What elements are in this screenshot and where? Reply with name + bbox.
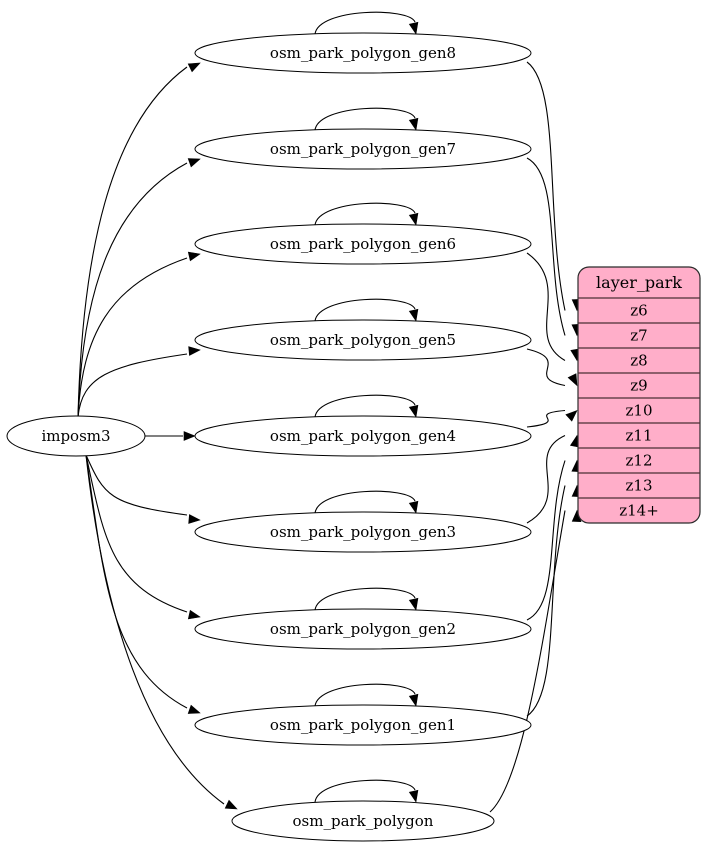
layer-park-table-body — [577, 266, 701, 524]
self-loop-edge — [314, 683, 416, 707]
edge-imposm3-to-node — [85, 454, 188, 516]
edge-arrow-icon — [187, 609, 201, 620]
self-loop-edge — [314, 490, 416, 514]
table-row-z11[interactable]: z11 — [626, 427, 653, 445]
table-row-z9[interactable]: z9 — [630, 377, 647, 395]
edge-imposm3-to-node — [77, 66, 188, 418]
layer-park-table-header: layer_park — [596, 273, 682, 292]
table-row-z10[interactable]: z10 — [626, 402, 653, 420]
node-osm-park-polygon-gen8-label: osm_park_polygon_gen8 — [270, 44, 456, 62]
table-row-z8[interactable]: z8 — [630, 352, 647, 370]
self-loop-arrow-icon — [408, 21, 419, 35]
self-loop-arrow-icon — [408, 308, 419, 322]
edge-node-to-layer-row — [489, 510, 566, 813]
edge-node-to-layer-row — [526, 485, 566, 717]
self-loop-edge — [314, 298, 416, 322]
edge-arrow-icon — [187, 251, 201, 262]
self-loop-arrow-icon — [408, 789, 419, 803]
self-loop-arrow-icon — [408, 404, 419, 418]
node-osm-park-polygon-gen3[interactable] — [194, 511, 532, 553]
self-loop-edge — [314, 587, 416, 611]
edge-node-to-layer-row — [526, 61, 566, 311]
node-osm-park-polygon-gen7-label: osm_park_polygon_gen7 — [270, 140, 456, 158]
node-osm-park-polygon-gen8[interactable] — [194, 32, 532, 74]
node-osm-park-polygon-gen1[interactable] — [194, 704, 532, 746]
edge-node-to-layer-row — [526, 348, 566, 387]
edge-imposm3-to-node — [77, 257, 188, 418]
node-imposm3[interactable] — [6, 415, 146, 457]
edge-arrow-icon — [187, 62, 201, 73]
edge-arrow-icon — [188, 514, 201, 524]
edges-layer — [77, 11, 582, 813]
node-osm-park-polygon-gen6-label: osm_park_polygon_gen6 — [270, 235, 456, 253]
edge-node-to-layer-row — [526, 252, 566, 361]
edge-imposm3-to-node — [85, 454, 188, 709]
node-osm-park-polygon-gen4[interactable] — [194, 415, 532, 457]
edge-imposm3-to-node — [85, 454, 225, 805]
edge-arrow-icon — [224, 799, 238, 810]
edge-arrow-icon — [183, 431, 196, 441]
nodes-layer: imposm3 osm_park_polygon_gen8 osm_park_pol… — [6, 32, 532, 842]
edge-imposm3-to-node — [77, 353, 188, 418]
table-row-z13[interactable]: z13 — [626, 477, 653, 495]
edge-node-to-layer-row — [526, 409, 566, 428]
table-row-z14plus[interactable]: z14+ — [619, 502, 659, 520]
layer-park-table[interactable]: layer_park z6 z7 z8 z9 z10 z11 z12 z13 z14+ — [577, 266, 701, 524]
edge-node-to-layer-row — [526, 435, 566, 524]
self-loop-edge — [314, 11, 416, 35]
self-loop-edge — [314, 394, 416, 418]
edge-imposm3-to-node — [77, 162, 188, 418]
node-imposm3-label: imposm3 — [41, 427, 110, 445]
edge-arrow-icon — [187, 704, 201, 714]
node-osm-park-polygon-gen6[interactable] — [194, 223, 532, 265]
node-osm-park-polygon-gen2-label: osm_park_polygon_gen2 — [270, 620, 456, 638]
edge-node-to-layer-row — [526, 460, 566, 621]
node-osm-park-polygon[interactable] — [231, 800, 495, 842]
self-loop-edge — [314, 202, 416, 226]
edge-arrow-icon — [188, 346, 201, 356]
self-loop-arrow-icon — [408, 117, 419, 131]
node-osm-park-polygon-gen5-label: osm_park_polygon_gen5 — [270, 331, 456, 349]
self-loop-edge — [314, 779, 416, 803]
self-loop-arrow-icon — [408, 500, 419, 514]
self-loop-edge — [314, 107, 416, 131]
self-loop-arrow-icon — [408, 212, 419, 226]
node-osm-park-polygon-gen2[interactable] — [194, 608, 532, 650]
edge-arrow-icon — [565, 409, 578, 422]
edge-arrow-icon — [567, 373, 578, 387]
self-loop-arrow-icon — [408, 693, 419, 707]
node-osm-park-polygon-gen3-label: osm_park_polygon_gen3 — [270, 523, 456, 541]
node-osm-park-polygon-gen5[interactable] — [194, 319, 532, 361]
edge-node-to-layer-row — [526, 157, 566, 336]
node-osm-park-polygon-gen4-label: osm_park_polygon_gen4 — [270, 427, 456, 445]
node-osm-park-polygon-label: osm_park_polygon — [293, 812, 434, 830]
table-row-z12[interactable]: z12 — [626, 452, 653, 470]
edge-imposm3-to-node — [85, 454, 188, 613]
node-osm-park-polygon-gen1-label: osm_park_polygon_gen1 — [270, 716, 456, 734]
node-osm-park-polygon-gen7[interactable] — [194, 128, 532, 170]
self-loop-arrow-icon — [408, 597, 419, 611]
edge-arrow-icon — [187, 158, 201, 168]
table-row-z7[interactable]: z7 — [630, 327, 647, 345]
table-row-z6[interactable]: z6 — [630, 302, 647, 320]
